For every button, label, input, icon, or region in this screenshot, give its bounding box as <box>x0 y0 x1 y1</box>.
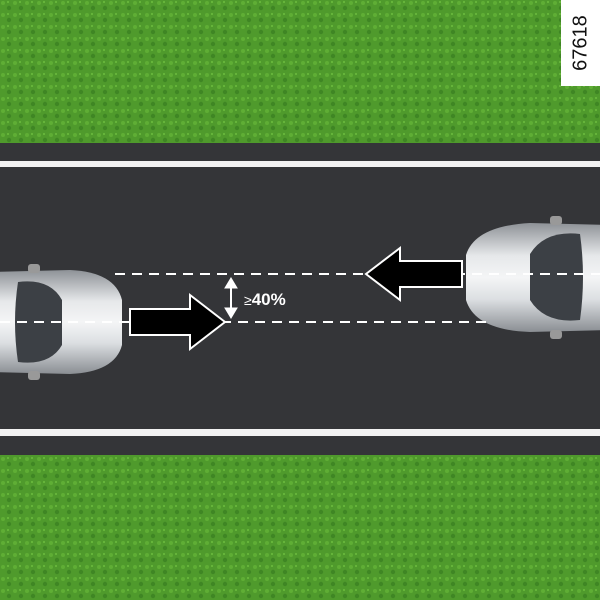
road-edge-line-top <box>0 161 600 167</box>
arrow-left-icon <box>364 245 463 303</box>
grass-bottom <box>0 455 600 600</box>
oncoming-vehicle <box>466 216 600 339</box>
offset-percentage-label: ≥40% <box>244 290 286 310</box>
offset-double-arrow-icon <box>224 277 238 319</box>
arrow-right-icon <box>129 292 227 352</box>
offset-value: 40% <box>251 290 286 309</box>
reference-number-box: 67618 <box>561 0 600 86</box>
greater-equal-symbol: ≥ <box>244 292 252 308</box>
own-vehicle <box>0 264 122 380</box>
reference-number: 67618 <box>569 15 591 71</box>
road-edge-line-bottom <box>0 429 600 436</box>
grass-top <box>0 0 600 143</box>
